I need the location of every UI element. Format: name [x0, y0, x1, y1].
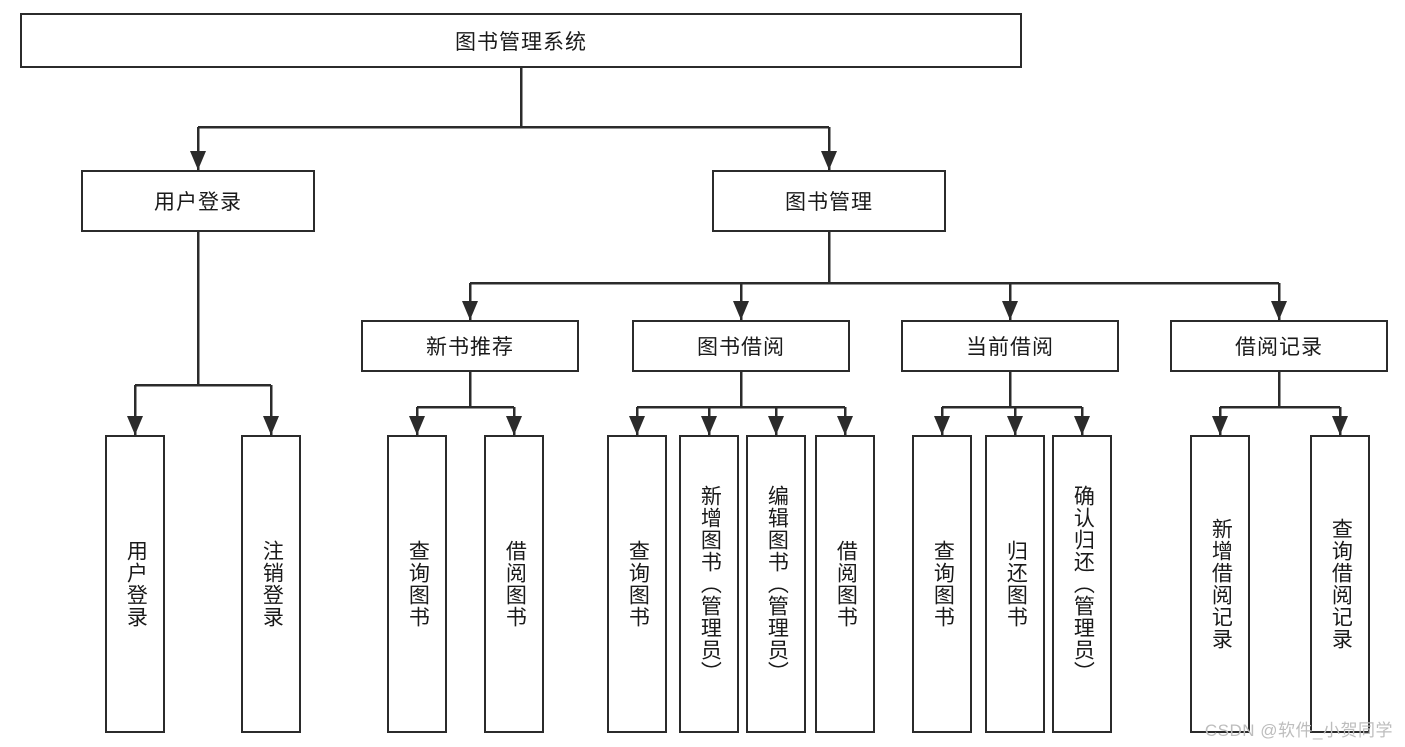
- node-label: 图书管理: [785, 191, 873, 214]
- node-l-return[interactable]: 归还图书: [985, 435, 1045, 733]
- node-root[interactable]: 图书管理系统: [20, 13, 1022, 68]
- watermark-label: CSDN @软件_小贺同学: [1204, 721, 1393, 740]
- node-l-query1[interactable]: 查询图书: [387, 435, 447, 733]
- node-label: 查询图书: [406, 540, 430, 628]
- node-l-confirm[interactable]: 确认归还（管理员）: [1052, 435, 1112, 733]
- node-l-queryrec[interactable]: 查询借阅记录: [1310, 435, 1370, 733]
- node-label: 借阅图书: [503, 540, 527, 628]
- node-l-logout[interactable]: 注销登录: [241, 435, 301, 733]
- node-l-borrow2[interactable]: 借阅图书: [815, 435, 875, 733]
- node-label: 借阅记录: [1235, 336, 1323, 359]
- node-l-query2[interactable]: 查询图书: [607, 435, 667, 733]
- node-n-bookmgmt[interactable]: 图书管理: [712, 170, 946, 232]
- node-l-addbook[interactable]: 新增图书（管理员）: [679, 435, 739, 733]
- node-label: 编辑图书（管理员）: [765, 485, 789, 683]
- node-label: 查询图书: [931, 540, 955, 628]
- node-l-addrec[interactable]: 新增借阅记录: [1190, 435, 1250, 733]
- node-l-borrow1[interactable]: 借阅图书: [484, 435, 544, 733]
- node-label: 注销登录: [260, 540, 284, 628]
- node-label: 用户登录: [154, 191, 242, 214]
- node-l-query3[interactable]: 查询图书: [912, 435, 972, 733]
- node-n-current[interactable]: 当前借阅: [901, 320, 1119, 372]
- node-label: 当前借阅: [966, 336, 1054, 359]
- node-label: 新增借阅记录: [1209, 518, 1233, 650]
- node-n-record[interactable]: 借阅记录: [1170, 320, 1388, 372]
- node-l-userlogin[interactable]: 用户登录: [105, 435, 165, 733]
- node-label: 新增图书（管理员）: [698, 485, 722, 683]
- node-n-borrow[interactable]: 图书借阅: [632, 320, 850, 372]
- node-n-newbook[interactable]: 新书推荐: [361, 320, 579, 372]
- node-label: 新书推荐: [426, 336, 514, 359]
- node-label: 查询借阅记录: [1329, 518, 1353, 650]
- node-label: 用户登录: [124, 540, 148, 628]
- node-label: 查询图书: [626, 540, 650, 628]
- node-label: 图书借阅: [697, 336, 785, 359]
- node-label: 确认归还（管理员）: [1071, 485, 1095, 683]
- node-n-login[interactable]: 用户登录: [81, 170, 315, 232]
- node-label: 借阅图书: [834, 540, 858, 628]
- node-label: 归还图书: [1004, 540, 1028, 628]
- node-label: 图书管理系统: [455, 30, 587, 54]
- node-l-editbook[interactable]: 编辑图书（管理员）: [746, 435, 806, 733]
